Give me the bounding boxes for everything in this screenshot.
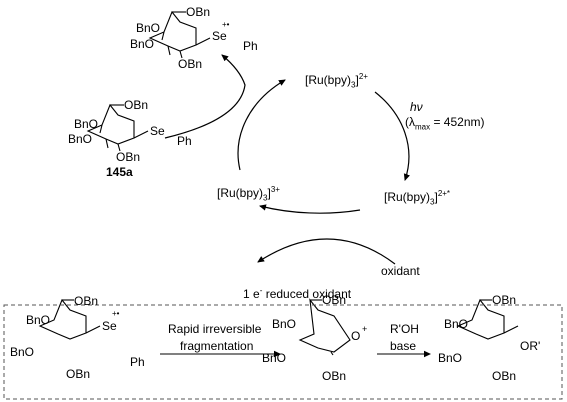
left-obn-top: OBn xyxy=(124,98,149,112)
left-bno-1: BnO xyxy=(74,117,99,131)
top-obn-top: OBn xyxy=(186,5,211,19)
box-ox-obn-top: OBn xyxy=(322,293,347,307)
box-prod-or: OR' xyxy=(520,339,541,353)
left-sugar-bonds xyxy=(86,103,149,152)
fragmentation-box xyxy=(3,304,563,400)
box-sm-se: Se xyxy=(102,319,117,333)
fragmentation-text-1: Rapid irreversible xyxy=(168,322,262,336)
box-prod-obn-b: OBn xyxy=(492,369,517,383)
box-sugar2-bonds xyxy=(298,298,351,356)
top-bno-1: BnO xyxy=(136,21,161,35)
top-charge: +• xyxy=(222,20,230,29)
ru-3plus: [Ru(bpy)3]3+ xyxy=(217,185,280,203)
top-sugar-bonds xyxy=(148,10,211,59)
arc-oxidant xyxy=(257,238,396,265)
left-ph: Ph xyxy=(177,134,192,148)
box-prod-obn-top: OBn xyxy=(492,293,517,307)
hv-label: hν xyxy=(410,100,423,114)
ru-2plus-star: [Ru(bpy)3]2+* xyxy=(384,189,451,207)
box-sm-obn-b: OBn xyxy=(66,367,91,381)
left-se: Se xyxy=(150,124,165,138)
box-sm-bno-2: BnO xyxy=(10,345,35,359)
box-sugar3-bonds xyxy=(456,298,519,340)
box-prod-bno-1: BnO xyxy=(444,317,469,331)
top-ph: Ph xyxy=(243,39,258,53)
box-sm-charge: +• xyxy=(112,309,120,318)
left-bno-2: BnO xyxy=(68,132,93,146)
arc-reduction xyxy=(237,79,286,171)
box-ox-o: O xyxy=(351,329,361,343)
box-prod-bno-2: BnO xyxy=(438,351,463,365)
box-ox-charge: + xyxy=(362,324,368,334)
arc-oxidation xyxy=(259,204,361,214)
box-ox-obn-b: OBn xyxy=(322,369,347,383)
box-sm-bno-1: BnO xyxy=(26,313,51,327)
box-sm-ph: Ph xyxy=(130,355,145,369)
box-sugar1-bonds xyxy=(38,298,101,340)
oxidant-label: oxidant xyxy=(381,264,420,278)
arc-set xyxy=(164,54,246,139)
lambda-label: (λmax = 452nm) xyxy=(405,115,485,132)
compound-label: 145a xyxy=(106,165,133,179)
base-label: base xyxy=(390,339,417,353)
ru-2plus: [Ru(bpy)3]2+ xyxy=(305,72,368,90)
top-obn-bottom: OBn xyxy=(178,57,203,71)
top-se: Se xyxy=(212,29,227,43)
box-ox-bno-1: BnO xyxy=(272,317,297,331)
box-sm-obn-top: OBn xyxy=(74,294,99,308)
reduced-oxidant-label: 1 e- reduced oxidant xyxy=(243,286,352,301)
left-obn-bottom: OBn xyxy=(116,150,141,164)
arc-excitation xyxy=(374,91,410,181)
box-ox-bno-2: BnO xyxy=(262,351,287,365)
top-bno-2: BnO xyxy=(130,37,155,51)
roh-label: R'OH xyxy=(390,322,419,336)
fragmentation-text-2: fragmentation xyxy=(180,339,254,353)
